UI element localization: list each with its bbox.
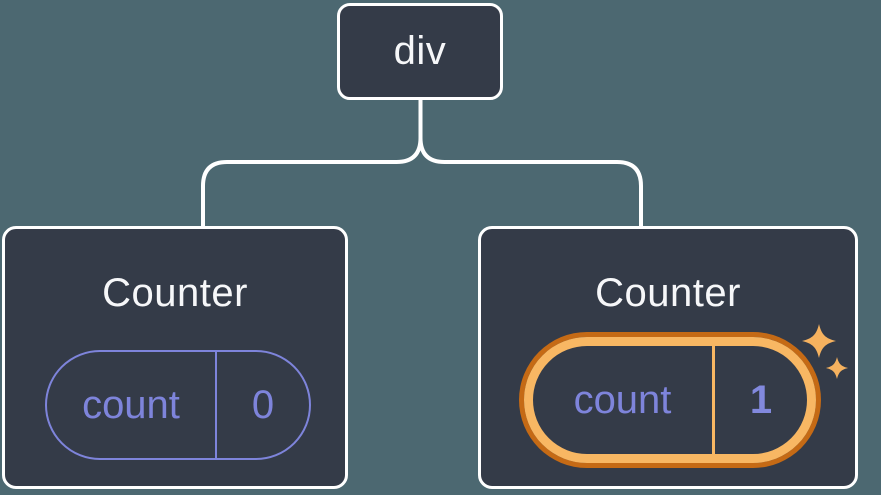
sparkle-small [826,357,848,379]
sparkle-large [802,324,836,358]
component-title: Counter [102,271,248,315]
component-title: Counter [595,271,741,315]
state-pill-highlighted: count 1 [524,337,816,463]
counter-component-card: Counter count 0 [2,226,348,489]
state-key-label: count [47,352,217,458]
connector-left-branch [201,136,423,230]
node-label: div [393,29,447,73]
state-key-label: count [533,346,715,454]
state-value: 0 [251,382,275,427]
state-value: 1 [749,377,773,422]
state-pill: count 0 [45,350,311,460]
connector-right-branch [418,136,643,230]
counter-component-card-highlighted: Counter count 1 [478,226,858,489]
tree-node-div: div [337,3,503,100]
